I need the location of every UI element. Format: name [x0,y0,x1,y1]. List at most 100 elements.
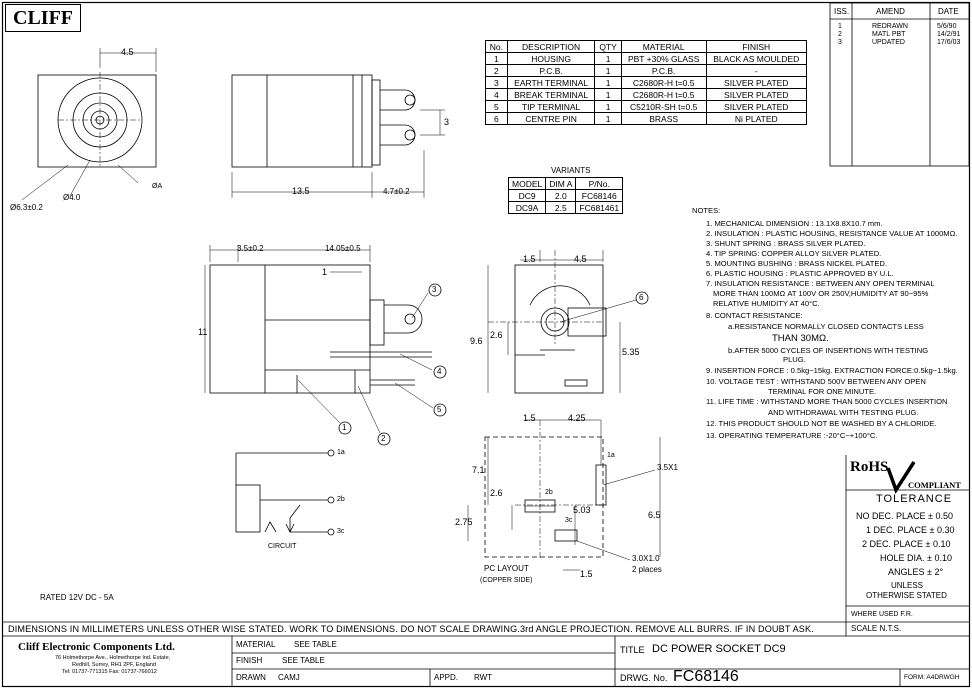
amend-header-amend: AMEND [876,7,905,16]
company-address-2: Redhill, Surrey, RH1 2PF, England [72,662,156,668]
bom-cell: 1 [594,76,622,89]
bom-cell: SILVER PLATED [705,76,808,89]
callout-6: 6 [639,293,644,302]
terminal-label: 3c [337,528,345,535]
dim-label: 3.0X1.0 [632,554,660,563]
note-line: 9. INSERTION FORCE : 0.5kg~15kg. EXTRACT… [706,366,958,375]
dim-label: Ø4.0 [63,193,81,202]
finish-value: SEE TABLE [282,656,325,665]
bom-cell: 1 [594,100,622,113]
bom-cell: Ni PLATED [705,112,808,125]
terminal-label: 1a [337,449,345,456]
dim-label: 2.75 [455,517,473,527]
bom-cell: 3 [485,76,508,89]
amend-text-1: REDRAWN [872,23,908,30]
circuit-label: CIRCUIT [268,543,297,550]
variants-cell: 2.0 [545,189,577,202]
dim-label: 4.7±0.2 [383,187,410,196]
bom-header-row: No. DESCRIPTION QTY MATERIAL FINISH [485,40,808,53]
notes-title: NOTES: [692,206,721,215]
tolerance-line: ANGLES ± 2° [888,567,944,577]
bom-cell: 6 [485,112,508,125]
callout-5: 5 [437,405,442,414]
dim-label: 1.5 [580,569,593,579]
amendment-table-grid [829,2,970,167]
bom-cell: 4 [485,88,508,101]
dim-label: 1.5 [523,254,536,264]
note-line: 7. INSULATION RESISTANCE : BETWEEN ANY O… [706,279,935,288]
bom-cell: 5 [485,100,508,113]
bom-cell: 1 [594,52,622,65]
rohs-check-icon [886,461,916,494]
variants-title: VARIANTS [551,166,591,175]
cliff-logo: CLIFF [5,4,81,32]
dim-label: ØA [152,183,163,190]
bom-cell: 1 [594,112,622,125]
dim-label: 11 [198,327,208,337]
variants-header: P/No. [575,177,624,190]
rohs-word: RoHS [850,459,889,475]
note-line: 5. MOUNTING BUSHING : BRASS NICKEL PLATE… [706,259,888,268]
callout-2: 2 [381,434,386,443]
bom-cell: C5210R-SH t=0.5 [620,100,707,113]
callout-3: 3 [432,285,437,294]
bom-cell: 1 [485,52,508,65]
bom-header: QTY [594,40,622,53]
dim-label: 14.05±0.5 [325,244,361,253]
pad-label: 3c [565,517,573,524]
dimensions-note: DIMENSIONS IN MILLIMETERS UNLESS OTHER W… [8,624,814,634]
note-line: MORE THAN 100MΩ AT 100V OR 250V,HUMIDITY… [713,289,929,298]
tolerance-line: OTHERWISE STATED [866,591,947,600]
note-line: 12. THIS PRODUCT SHOULD NOT BE WASHED BY… [706,419,937,428]
dim-label: 4.5 [121,47,134,57]
dim-label: 5.03 [573,505,591,515]
dim-label: Ø6.3±0.2 [10,203,43,212]
bom-header: MATERIAL [620,40,707,53]
company-name: Cliff Electronic Components Ltd. [18,641,175,653]
finish-label: FINISH [236,656,263,665]
variants-cell: FC68146 [575,189,624,202]
dim-label: 7.1 [472,465,485,475]
front-view [21,48,157,201]
bom-cell: BLACK AS MOULDED [705,52,808,65]
rear-view [487,250,649,394]
note-line: THAN 30MΩ. [772,333,829,344]
tolerance-line: 2 DEC. PLACE ± 0.10 [862,539,951,549]
variants-cell: DC9A [507,201,547,214]
tolerance-line: UNLESS [891,581,924,590]
note-line: 4. TIP SPRING: COPPER ALLOY SILVER PLATE… [706,249,882,258]
bom-cell: 2 [485,64,508,77]
company-address-1: 76 Holmethorpe Ave., Holmethorpe Ind. Es… [55,655,171,661]
amend-date-1: 5/6/90 [937,23,957,30]
title-block-grid [3,455,969,686]
bom-cell: SILVER PLATED [705,88,808,101]
dim-label: 3 [444,117,450,127]
dim-label: 2.6 [490,488,503,498]
drawing-title: DC POWER SOCKET DC9 [652,643,786,655]
bom-cell: SILVER PLATED [705,100,808,113]
amend-iss-1: 1 [838,23,842,30]
appd-label: APPD. [434,673,459,682]
variants-header-row: MODEL DIM A P/No. [507,177,624,190]
bom-cell: CENTRE PIN [506,112,596,125]
dim-label: 4.25 [568,413,586,423]
note-line: TERMINAL FOR ONE MINUTE. [768,387,877,396]
bom-cell: C2680R-H t=0.5 [620,88,707,101]
pc-layout-view [467,419,661,571]
tolerance-line: 1 DEC. PLACE ± 0.30 [866,525,955,535]
note-line: AND WITHDRAWAL WITH TESTING PLUG. [768,408,919,417]
pad-label: 2b [545,489,553,496]
amend-date-2: 14/2/91 [937,31,961,38]
note-line: b.AFTER 5000 CYCLES OF INSERTIONS WITH T… [728,346,929,355]
variants-cell: FC681461 [575,201,624,214]
tolerance-line: NO DEC. PLACE ± 0.50 [856,511,953,521]
dim-label: 5.35 [622,347,640,357]
dim-label: 1 [322,267,328,277]
